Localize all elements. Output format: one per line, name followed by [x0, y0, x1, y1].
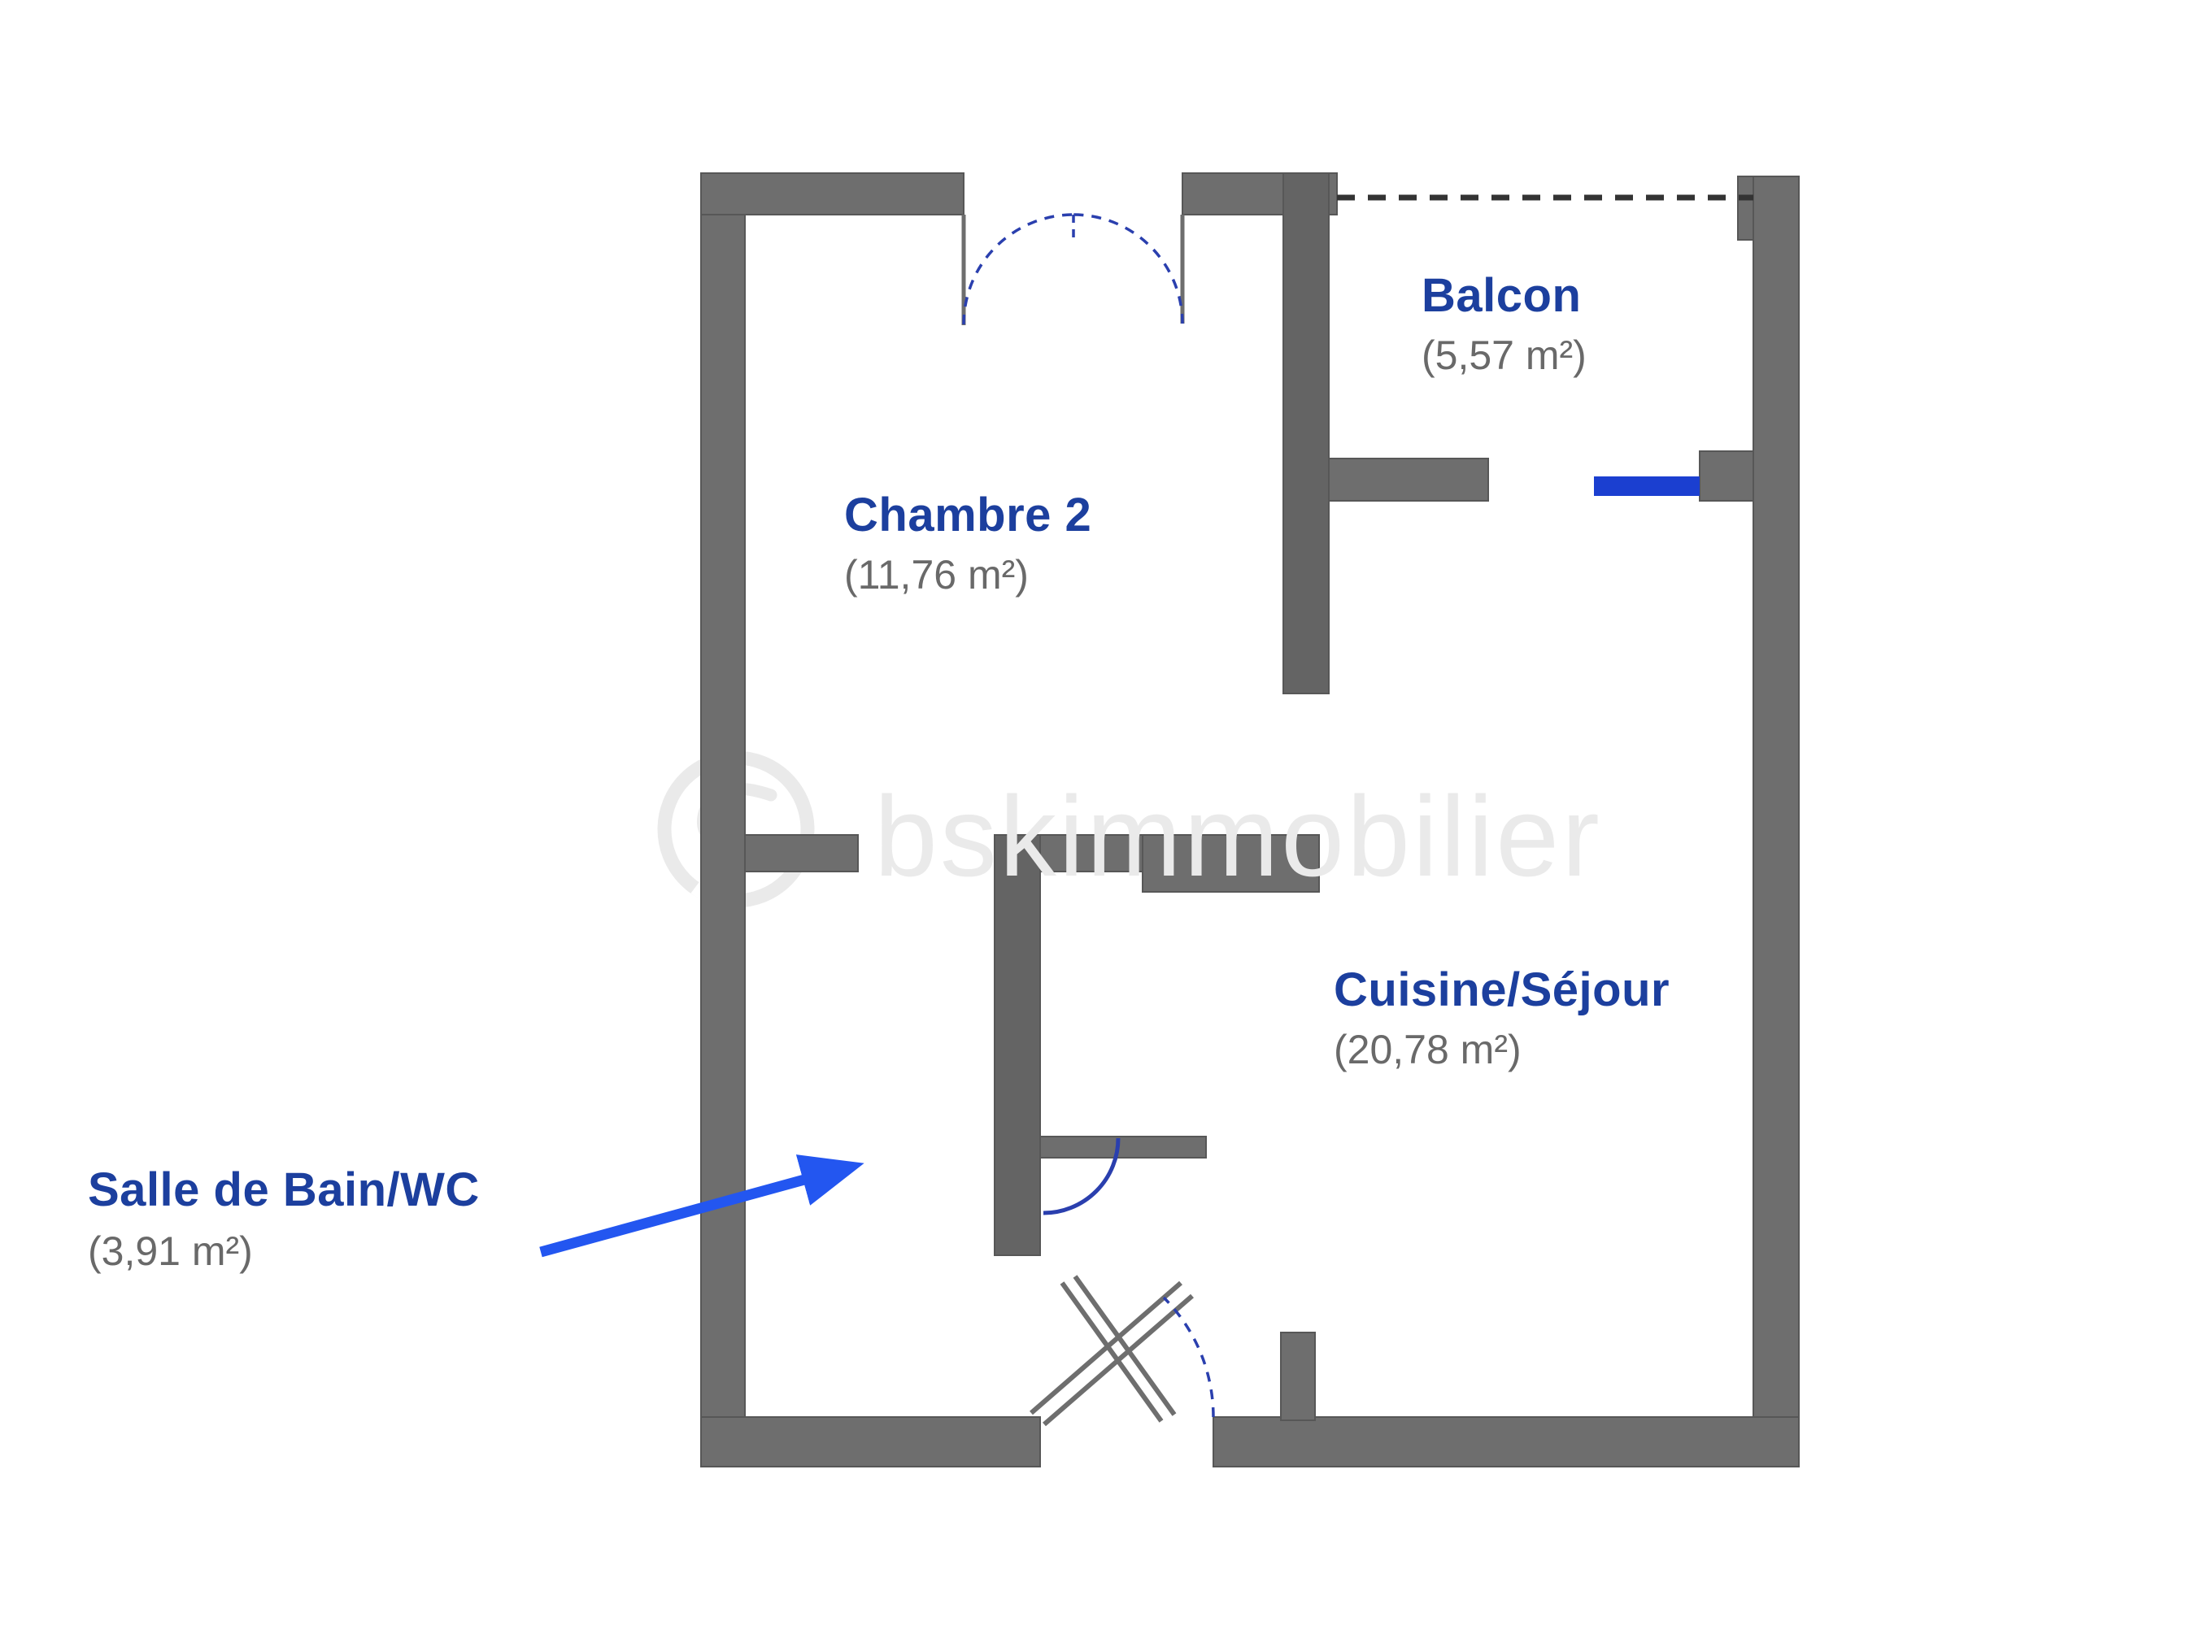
- door-swing-arc: [962, 213, 1074, 325]
- wall-segment: [700, 172, 964, 215]
- wall-segment: [700, 1416, 1041, 1467]
- entry-door-swing-arc: [1162, 1296, 1215, 1418]
- balcony-door-threshold: [1594, 476, 1700, 496]
- door-swing-arc: [1073, 213, 1184, 324]
- wall-segment: [1039, 1136, 1207, 1159]
- wall-segment: [1282, 172, 1330, 694]
- room-area-cuisine-sejour: (20,78 m²): [1334, 1027, 1522, 1072]
- room-area-salle-de-bain-wc: (3,91 m²): [88, 1228, 253, 1274]
- wall-segment: [744, 834, 859, 872]
- annotation-arrow: [539, 1154, 864, 1258]
- wall-segment: [1699, 450, 1754, 502]
- wall-segment: [1280, 1332, 1316, 1421]
- room-label-balcon: Balcon: [1422, 269, 1582, 322]
- wall-segment: [1753, 176, 1800, 1467]
- room-label-chambre-2: Chambre 2: [844, 489, 1092, 541]
- room-label-salle-de-bain-wc: Salle de Bain/WC: [88, 1163, 480, 1216]
- wall-segment: [1142, 834, 1320, 893]
- wall-segment: [994, 834, 1041, 1256]
- wall-segment: [1213, 1416, 1800, 1467]
- wall-segment: [1328, 458, 1489, 502]
- entry-door-leaf: [1060, 1281, 1164, 1423]
- room-label-cuisine-sejour: Cuisine/Séjour: [1334, 963, 1670, 1016]
- room-area-chambre-2: (11,76 m²): [844, 552, 1029, 598]
- room-area-balcon: (5,57 m²): [1422, 333, 1587, 378]
- walls-group: [700, 172, 1800, 1467]
- entry-door-leaf: [1073, 1275, 1177, 1416]
- watermark-text: bskimmobilier: [874, 772, 1602, 900]
- wall-segment: [700, 172, 746, 1467]
- french-door-symbol: [961, 213, 1185, 325]
- entry-door-symbol: [1030, 1275, 1215, 1427]
- bathroom-door-swing-arc: [1043, 1137, 1121, 1215]
